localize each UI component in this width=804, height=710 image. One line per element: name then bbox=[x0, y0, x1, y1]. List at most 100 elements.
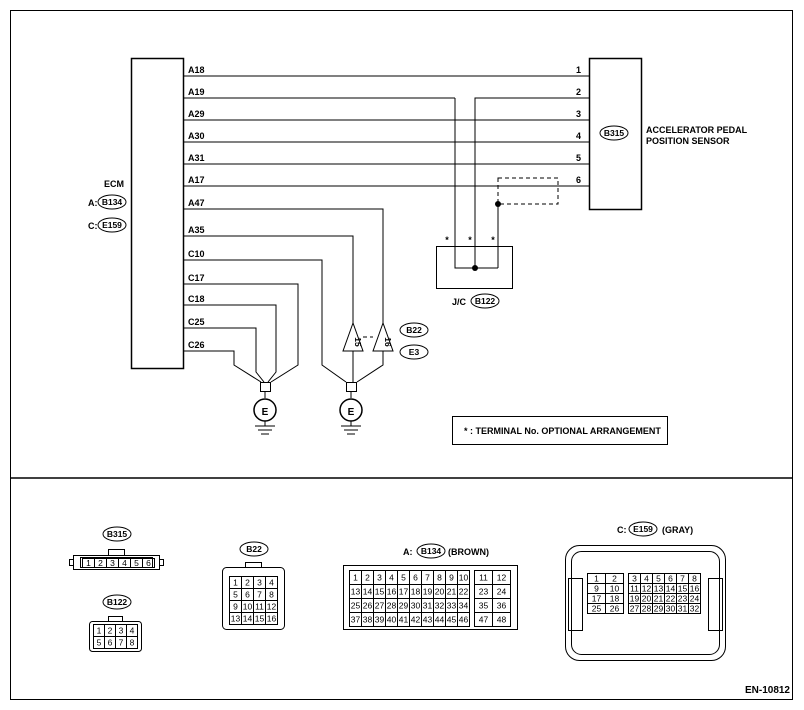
ground-2-label: E bbox=[348, 407, 355, 418]
b122-pin-4: 4 bbox=[130, 626, 135, 636]
e159-pin-16: 16 bbox=[690, 584, 700, 594]
b134-pin-24: 24 bbox=[497, 587, 507, 597]
ecm-conn-a-oval bbox=[97, 194, 127, 210]
wire-pin2-drop bbox=[474, 97, 589, 268]
connector-b134-prefix: A: bbox=[403, 547, 413, 557]
b22-pin-4: 4 bbox=[269, 578, 274, 588]
ground-1-label: E bbox=[262, 407, 269, 418]
b134-pin-8: 8 bbox=[437, 573, 442, 583]
ecm-terminal-c17: C17 bbox=[188, 273, 205, 283]
b134-pin-10: 10 bbox=[459, 573, 469, 583]
b134-pin-12: 12 bbox=[497, 573, 507, 583]
legend-text: * : TERMINAL No. OPTIONAL ARRANGEMENT bbox=[464, 426, 661, 436]
ecm-terminal-a17: A17 bbox=[188, 175, 205, 185]
b22-pin-8: 8 bbox=[269, 590, 274, 600]
outer-frame bbox=[10, 10, 793, 700]
b22-pin-3: 3 bbox=[257, 578, 262, 588]
wire-a35 bbox=[184, 235, 354, 323]
b134-pin-16: 16 bbox=[387, 587, 397, 597]
ecm-terminal-a29: A29 bbox=[188, 109, 205, 119]
b134-pin-36: 36 bbox=[497, 601, 507, 611]
b134-pin-47: 47 bbox=[479, 615, 489, 625]
b22-pin-10: 10 bbox=[243, 602, 253, 612]
b134-cell-48 bbox=[492, 612, 511, 627]
jc-star-2: * bbox=[468, 235, 472, 245]
e159-pin-28: 28 bbox=[642, 604, 652, 614]
legend-box bbox=[452, 416, 668, 445]
b134-pin-5: 5 bbox=[401, 573, 406, 583]
e159-pin-2: 2 bbox=[612, 574, 617, 584]
shield-junction-dot bbox=[495, 201, 501, 207]
b134-pin-4: 4 bbox=[389, 573, 394, 583]
sensor-id-oval bbox=[599, 125, 629, 141]
sensor-pin-4: 4 bbox=[576, 131, 581, 141]
b134-pin-14: 14 bbox=[363, 587, 373, 597]
b134-pin-37: 37 bbox=[351, 615, 361, 625]
b134-pin-38: 38 bbox=[363, 615, 373, 625]
wire-c17 bbox=[184, 283, 299, 383]
connector-b315-id: B315 bbox=[107, 529, 128, 539]
sensor-name-line1: ACCELERATOR PEDAL bbox=[646, 125, 748, 135]
b134-pin-32: 32 bbox=[435, 601, 445, 611]
jc-star-3: * bbox=[491, 235, 495, 245]
e159-pin-27: 27 bbox=[630, 604, 640, 614]
wire-a47 bbox=[184, 208, 384, 323]
connector-e159-prefix: C: bbox=[617, 525, 627, 535]
harness-conn-a-oval bbox=[399, 322, 429, 338]
connector-b22-id: B22 bbox=[246, 544, 262, 554]
b22-pin-7: 7 bbox=[257, 590, 262, 600]
b134-pin-22: 22 bbox=[459, 587, 469, 597]
e159-pin-1: 1 bbox=[594, 574, 599, 584]
b134-pin-13: 13 bbox=[351, 587, 361, 597]
ecm-terminal-a18: A18 bbox=[188, 65, 205, 75]
jc-id: B122 bbox=[475, 296, 496, 306]
b134-pin-9: 9 bbox=[449, 573, 454, 583]
harness-conn-b-oval bbox=[399, 344, 429, 360]
b134-pin-27: 27 bbox=[375, 601, 385, 611]
b134-pin-42: 42 bbox=[411, 615, 421, 625]
e159-pin-7: 7 bbox=[680, 574, 685, 584]
e159-pin-3: 3 bbox=[632, 574, 637, 584]
b134-pin-25: 25 bbox=[351, 601, 361, 611]
b134-pin-28: 28 bbox=[387, 601, 397, 611]
harness-pin16: 16 bbox=[383, 337, 393, 347]
e159-pin-9: 9 bbox=[594, 584, 599, 594]
sensor-id: B315 bbox=[604, 128, 625, 138]
e159-pin-21: 21 bbox=[654, 594, 664, 604]
ecm-title: ECM bbox=[104, 179, 124, 189]
b134-pin-20: 20 bbox=[435, 587, 445, 597]
b134-pin-46: 46 bbox=[459, 615, 469, 625]
jc-junction-dot bbox=[472, 265, 478, 271]
ecm-terminal-a19: A19 bbox=[188, 87, 205, 97]
b315-pin-4: 4 bbox=[122, 558, 127, 568]
e159-pin-5: 5 bbox=[656, 574, 661, 584]
ecm-terminal-a35: A35 bbox=[188, 225, 205, 235]
b315-pin-6: 6 bbox=[146, 558, 151, 568]
jc-box bbox=[436, 246, 513, 289]
b134-pin-17: 17 bbox=[399, 587, 409, 597]
ecm-terminal-a47: A47 bbox=[188, 198, 205, 208]
ground-wires bbox=[184, 283, 299, 383]
b122-pin-2: 2 bbox=[108, 626, 113, 636]
connector-b122-id: B122 bbox=[107, 597, 128, 607]
e159-pin-18: 18 bbox=[610, 594, 620, 604]
b134-cell-46 bbox=[457, 612, 470, 627]
e159-pin-20: 20 bbox=[642, 594, 652, 604]
b122-pin-6: 6 bbox=[108, 638, 113, 648]
ecm-terminal-c26: C26 bbox=[188, 340, 205, 350]
e159-pin-29: 29 bbox=[654, 604, 664, 614]
b134-pin-48: 48 bbox=[497, 615, 507, 625]
b134-pin-31: 31 bbox=[423, 601, 433, 611]
e159-pin-31: 31 bbox=[678, 604, 688, 614]
b22-pin-15: 15 bbox=[255, 614, 265, 624]
harness-wires: 15 16 B22 E3 bbox=[184, 208, 429, 383]
e159-pin-24: 24 bbox=[690, 594, 700, 604]
b122-pin-7: 7 bbox=[119, 638, 124, 648]
b122-pin-3: 3 bbox=[119, 626, 124, 636]
e159-pin-15: 15 bbox=[678, 584, 688, 594]
e159-pin-32: 32 bbox=[690, 604, 700, 614]
ecm-terminal-c18: C18 bbox=[188, 294, 205, 304]
